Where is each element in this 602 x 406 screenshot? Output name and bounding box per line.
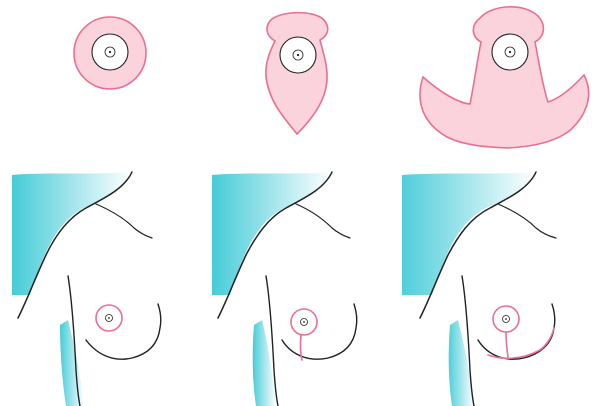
shadow-side bbox=[60, 320, 84, 406]
clavicle-line bbox=[498, 204, 556, 238]
vertical-scar bbox=[300, 335, 302, 360]
nipple-center bbox=[505, 318, 507, 320]
breast-outline bbox=[282, 304, 357, 359]
torso-vertical bbox=[212, 172, 357, 406]
shadow-shoulder bbox=[212, 172, 332, 295]
nipple-center bbox=[509, 51, 511, 53]
clavicle-line bbox=[96, 204, 152, 238]
shadow-shoulder bbox=[402, 172, 536, 295]
torso-periareolar bbox=[12, 172, 161, 406]
clavicle-line bbox=[296, 204, 350, 238]
nipple-center bbox=[108, 317, 110, 319]
nipple-center bbox=[303, 321, 305, 323]
pattern-wise bbox=[420, 7, 589, 148]
shadow-shoulder bbox=[12, 172, 132, 295]
nipple-center bbox=[109, 51, 111, 53]
vertical-scar bbox=[506, 332, 508, 357]
torso-wise bbox=[402, 172, 556, 406]
anchor-excision-area bbox=[420, 7, 589, 148]
pattern-periareolar bbox=[74, 17, 146, 89]
pattern-vertical bbox=[266, 13, 328, 134]
inframammary-scar bbox=[488, 328, 554, 358]
nipple-center bbox=[297, 54, 299, 56]
